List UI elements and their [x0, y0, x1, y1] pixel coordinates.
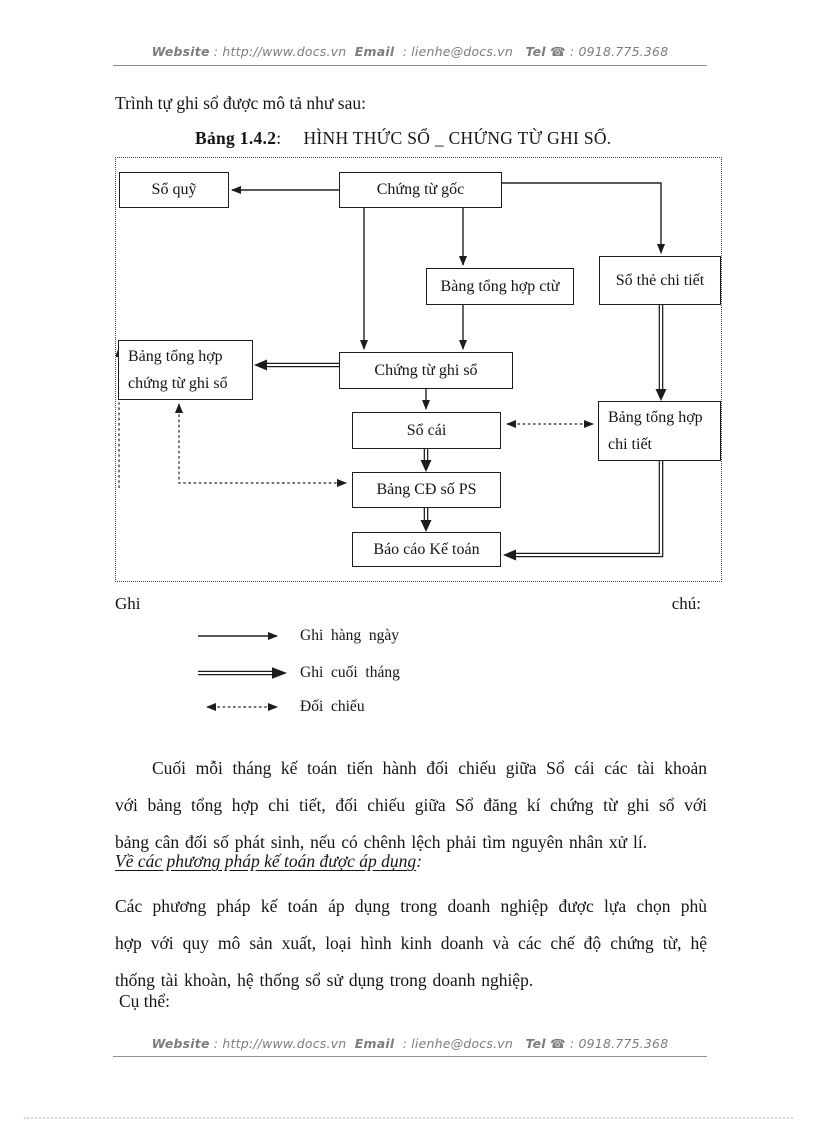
arrow-bangth-chitiet-to-baocao — [503, 461, 664, 561]
box-so-cai: Sổ cái — [352, 412, 501, 449]
legend-item-daily: Ghi hàng ngày — [197, 627, 400, 644]
paragraph-2: Các phương pháp kế toán áp dụng trong do… — [115, 888, 707, 999]
legend-word-chu: chú: — [671, 594, 701, 613]
section-heading-colon: : — [416, 851, 423, 871]
box-bang-th-ctgs: Bảng tổng hợp chứng từ ghi sổ — [118, 340, 253, 400]
page-break-dots — [24, 1117, 793, 1119]
page-footer: Website : http://www.docs.vn Email : lie… — [112, 1036, 708, 1051]
caption-label: Bảng 1.4.2 — [195, 128, 277, 148]
phone-icon: ☎ — [545, 44, 566, 59]
box-bang-th-chi-tiet-line2: chi tiết — [608, 436, 652, 453]
p2-line2: hợp với quy mô sản xuất, loại hình kinh … — [115, 933, 707, 953]
legend-item-monthly: Ghi cuối tháng — [197, 664, 400, 681]
arrow-bangcd-to-baocao — [420, 508, 432, 532]
caption-colon: : — [276, 128, 282, 148]
arrow-sothe-to-bangth-chitiet — [655, 305, 667, 401]
header-website-label: Website — [151, 44, 210, 59]
box-bang-th-chi-tiet-line1: Bảng tổng hợp — [608, 409, 703, 426]
box-bang-th-chi-tiet: Bảng tổng hợp chi tiết — [598, 401, 721, 461]
flowchart-container: Sổ quỹ Chứng từ gốc Bàng tổng hợp ctừ Sổ… — [115, 157, 722, 582]
box-chung-tu-ghi-so: Chứng từ ghi sổ — [339, 352, 513, 389]
legend-label-monthly: Ghi cuối tháng — [300, 664, 400, 681]
footer-phone-icon: ☎ — [545, 1036, 566, 1051]
paragraph-1: Cuối mỗi tháng kế toán tiến hành đối chi… — [115, 750, 707, 861]
footer-website-label: Website — [151, 1036, 210, 1051]
footer-website-value: : http://www.docs.vn — [209, 1036, 355, 1051]
legend-title-row: Ghi chú: — [115, 594, 701, 614]
cu-the-line: Cụ thể: — [119, 991, 171, 1011]
header-rule — [113, 65, 707, 66]
legend-label-compare: Đối chiếu — [300, 698, 365, 715]
arrow-socai-to-bangcd — [420, 449, 432, 472]
p2-line3: thống tài khoàn, hệ thống sổ sử dụng tro… — [115, 970, 534, 990]
compare-arrow-icon — [206, 703, 278, 711]
box-bao-cao-ke-toan: Báo cáo Kế toán — [352, 532, 501, 567]
p1-line3: bảng cân đối số phát sinh, nếu có chênh … — [115, 832, 648, 852]
page-header: Website : http://www.docs.vn Email : lie… — [112, 44, 708, 59]
caption-title: HÌNH THỨC SỔ _ CHỨNG TỪ GHI SỔ. — [303, 128, 612, 148]
section-heading: Về các phương pháp kế toán được áp dụng: — [115, 851, 422, 872]
arrow-ctgs-to-bangth-ctgs — [254, 359, 339, 371]
header-website-value: : http://www.docs.vn — [209, 44, 355, 59]
box-so-the-chi-tiet: Sổ thẻ chi tiết — [599, 256, 721, 305]
box-bang-cd-so-ps: Bảng CĐ số PS — [352, 472, 501, 508]
box-chung-tu-goc: Chứng từ gốc — [339, 172, 502, 208]
header-tel-value: : 0918.775.368 — [565, 44, 669, 59]
table-caption: Bảng 1.4.2: HÌNH THỨC SỔ _ CHỨNG TỪ GHI S… — [195, 128, 611, 149]
legend-item-compare: Đối chiếu — [197, 698, 365, 715]
footer-tel-label: Tel — [525, 1036, 546, 1051]
box-bang-th-ctgs-line1: Bảng tổng hợp — [128, 348, 223, 365]
intro-text: Trình tự ghi sổ được mô tả như sau: — [115, 93, 366, 113]
p1-line1: Cuối mỗi tháng kế toán tiến hành đối chi… — [152, 758, 707, 778]
header-email-value: : lienhe@docs.vn — [394, 44, 526, 59]
header-tel-label: Tel — [525, 44, 546, 59]
header-email-label: Email — [354, 44, 395, 59]
p2-line1: Các phương pháp kế toán áp dụng trong do… — [115, 896, 707, 916]
footer-email-label: Email — [354, 1036, 395, 1051]
footer-rule — [113, 1056, 707, 1057]
arrow-goc-to-sothe — [502, 182, 665, 254]
legend-word-ghi: Ghi — [115, 594, 141, 613]
box-bang-th-ctgs-line2: chứng từ ghi sổ — [128, 375, 228, 392]
footer-tel-value: : 0918.775.368 — [565, 1036, 669, 1051]
p1-line2: với bảng tổng hợp chi tiết, đối chiếu gi… — [115, 795, 707, 815]
section-heading-text: Về các phương pháp kế toán được áp dụng — [115, 851, 417, 871]
arrow-bangcd-bangth-ctgs-compare — [175, 403, 347, 487]
box-so-quy: Sổ quỹ — [119, 172, 229, 208]
monthly-arrow-icon — [198, 667, 287, 679]
box-bang-tong-hop-ctu: Bàng tổng hợp ctừ — [426, 268, 574, 305]
footer-email-value: : lienhe@docs.vn — [394, 1036, 526, 1051]
daily-arrow-icon — [198, 632, 278, 640]
legend-label-daily: Ghi hàng ngày — [300, 627, 400, 644]
